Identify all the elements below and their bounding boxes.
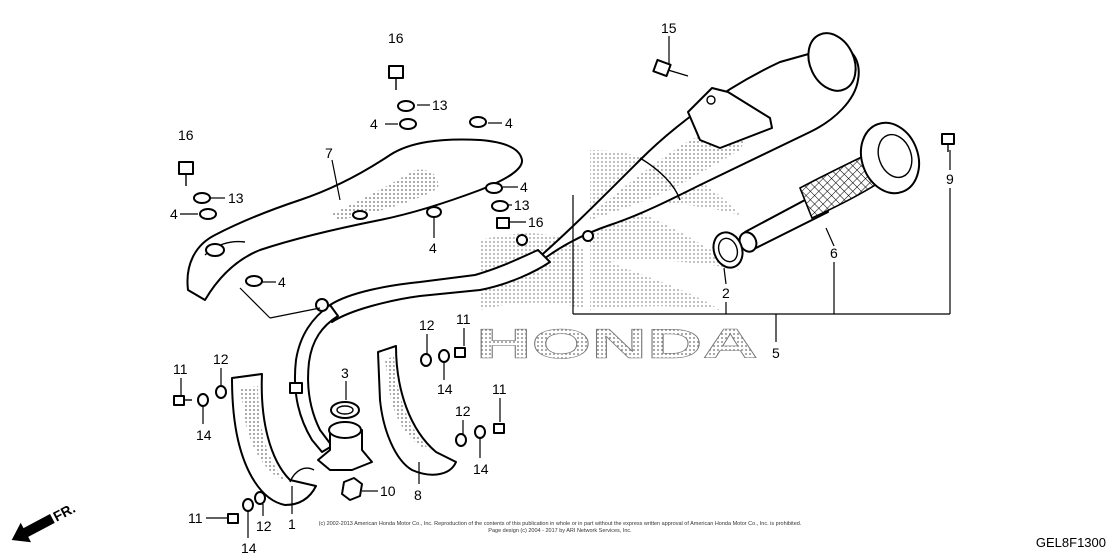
callout-11-mid: 11 <box>456 311 471 327</box>
copyright-notice: (c) 2002-2013 American Honda Motor Co., … <box>240 521 880 535</box>
callout-4-top-right: 4 <box>505 115 513 131</box>
callout-11-left: 11 <box>173 361 188 377</box>
muffler-assembly <box>323 32 860 323</box>
exhaust-gasket-3 <box>317 401 373 471</box>
bolt-16-top <box>388 65 404 90</box>
callout-11-right: 11 <box>492 381 507 397</box>
callout-4-center: 4 <box>429 240 437 256</box>
callout-labels: 16 13 4 4 16 7 13 4 4 13 16 4 4 15 9 6 2… <box>170 20 954 556</box>
fr-label: FR. <box>50 500 77 525</box>
callout-8: 8 <box>414 487 422 503</box>
callout-4-lower: 4 <box>278 274 286 290</box>
callout-16-left: 16 <box>178 127 194 143</box>
callout-14-bottom: 14 <box>241 540 257 556</box>
callout-10: 10 <box>380 483 396 499</box>
tail-screw-9 <box>941 133 955 152</box>
callout-4-left: 4 <box>170 206 178 222</box>
copyright-line-1: (c) 2002-2013 American Honda Motor Co., … <box>318 521 802 527</box>
nut-10 <box>341 477 363 501</box>
copyright-line-2: Page design (c) 2004 - 2017 by ARI Netwo… <box>488 528 632 534</box>
callout-12-left: 12 <box>213 351 229 367</box>
callout-16-right: 16 <box>528 214 544 230</box>
callout-13-top: 13 <box>432 97 448 113</box>
callout-12-bottom: 12 <box>256 518 272 534</box>
callout-2: 2 <box>722 285 730 301</box>
callout-11-bottom: 11 <box>188 510 203 526</box>
callout-4-top-left: 4 <box>370 116 378 132</box>
bolt-16-right <box>496 217 510 229</box>
callout-7: 7 <box>325 145 333 161</box>
callout-12-right: 12 <box>455 403 471 419</box>
callout-15: 15 <box>661 20 677 36</box>
pipe-protector-1 <box>231 373 317 506</box>
callout-1: 1 <box>288 516 296 532</box>
callout-16-top: 16 <box>388 30 404 46</box>
bolt-15 <box>652 58 689 78</box>
washers <box>193 100 509 287</box>
tail-pipe-6 <box>738 121 921 253</box>
callout-14-mid: 14 <box>437 381 453 397</box>
pipe-protector-8 <box>377 345 457 476</box>
front-direction-arrow: FR. <box>11 500 78 543</box>
callout-13-left: 13 <box>228 190 244 206</box>
callout-12-mid: 12 <box>419 317 435 333</box>
callout-6: 6 <box>830 245 838 261</box>
honda-watermark-text: HONDA <box>476 320 758 367</box>
callout-9: 9 <box>946 171 954 187</box>
callout-4-right-upper: 4 <box>520 179 528 195</box>
callout-14-left: 14 <box>196 427 212 443</box>
diagram-code: GEL8F1300 <box>1035 535 1106 550</box>
heat-shield-7 <box>186 138 523 301</box>
bolt-16-left <box>178 161 194 186</box>
exhaust-pipe <box>289 298 339 453</box>
callout-14-right: 14 <box>473 461 489 477</box>
callout-3: 3 <box>341 365 349 381</box>
leader-lines <box>180 36 951 538</box>
gasket-2 <box>712 231 744 269</box>
callout-13-right: 13 <box>514 197 530 213</box>
callout-5: 5 <box>772 345 780 361</box>
